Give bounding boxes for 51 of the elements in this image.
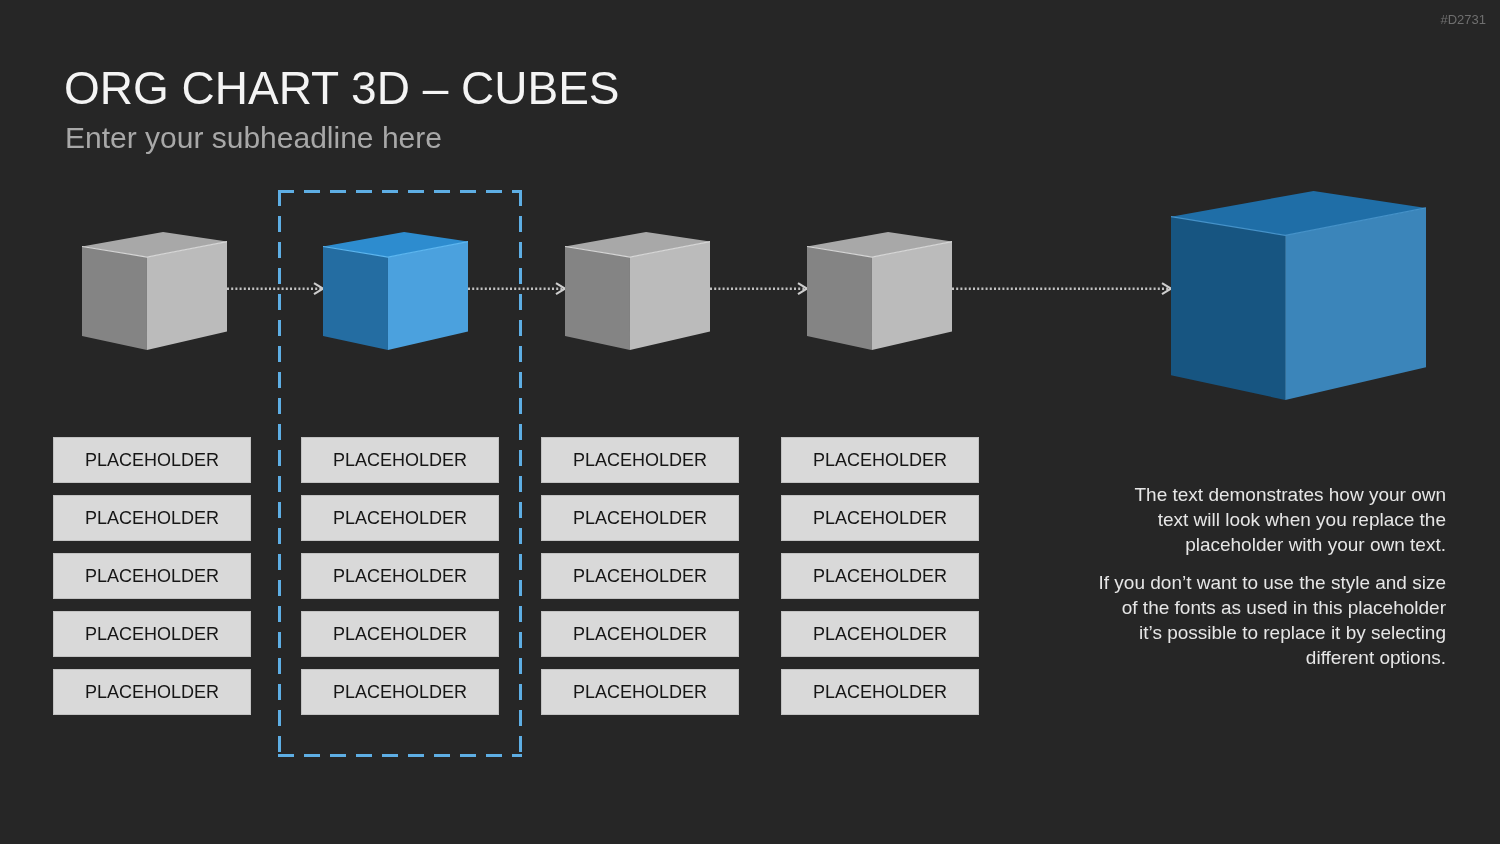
text-box: [53, 553, 251, 599]
box-text: PLACEHOLDER: [332, 507, 467, 529]
box-text: PLACEHOLDER: [572, 565, 707, 587]
id-code: #D2731: [1440, 12, 1486, 27]
text-box: [541, 553, 739, 599]
text-box: [781, 437, 979, 483]
box-text: PLACEHOLDER: [572, 681, 707, 703]
dashed-frame: [278, 190, 522, 757]
text-box: [301, 669, 499, 715]
text-box: [541, 611, 739, 657]
text-box: [541, 495, 739, 541]
box-text: PLACEHOLDER: [572, 507, 707, 529]
body-text: If you don’t want to use the style and size of the fonts as used in this placeholder it’s possible to replace it by selecting different options.: [1097, 571, 1446, 670]
box-text: PLACEHOLDER: [572, 449, 707, 471]
subtitle: Enter your subheadline here: [65, 123, 442, 153]
text-box: [301, 611, 499, 657]
cube-drawing: [1171, 191, 1426, 400]
text-box: [781, 611, 979, 657]
text-box: [53, 437, 251, 483]
cube-drawing: [82, 232, 227, 350]
box-text: PLACEHOLDER: [812, 565, 947, 587]
text-box: [301, 553, 499, 599]
text-box: [301, 495, 499, 541]
box-text: PLACEHOLDER: [332, 449, 467, 471]
text-box: [53, 495, 251, 541]
box-text: PLACEHOLDER: [332, 565, 467, 587]
text-box: [53, 611, 251, 657]
text-box: [781, 669, 979, 715]
text-box: [781, 553, 979, 599]
cube-drawing: [807, 232, 952, 350]
text-box: [781, 495, 979, 541]
text-box: [53, 669, 251, 715]
text-box: [541, 437, 739, 483]
body-text: The text demonstrates how your own text will look when you replace the placeholder with your own text.: [1133, 483, 1446, 557]
title: ORG CHART 3D – CUBES: [64, 65, 620, 111]
box-text: PLACEHOLDER: [572, 623, 707, 645]
box-text: PLACEHOLDER: [84, 449, 219, 471]
box-text: PLACEHOLDER: [84, 507, 219, 529]
cube-drawing: [323, 232, 468, 350]
cube-drawing: [565, 232, 710, 350]
text-box: [541, 669, 739, 715]
box-text: PLACEHOLDER: [812, 449, 947, 471]
box-text: PLACEHOLDER: [812, 623, 947, 645]
box-text: PLACEHOLDER: [84, 681, 219, 703]
box-text: PLACEHOLDER: [812, 507, 947, 529]
box-text: PLACEHOLDER: [332, 681, 467, 703]
box-text: PLACEHOLDER: [332, 623, 467, 645]
box-text: PLACEHOLDER: [84, 623, 219, 645]
box-text: PLACEHOLDER: [812, 681, 947, 703]
box-text: PLACEHOLDER: [84, 565, 219, 587]
text-box: [301, 437, 499, 483]
